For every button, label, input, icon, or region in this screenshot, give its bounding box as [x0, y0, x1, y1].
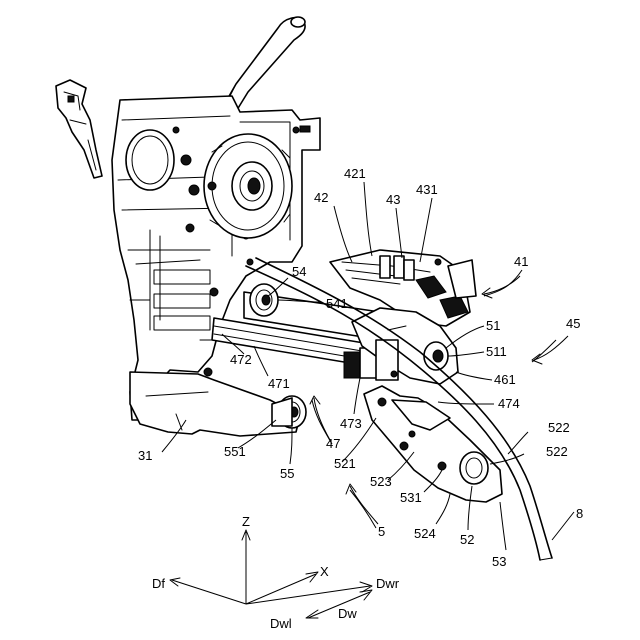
- axis-label-dwl: Dwl: [270, 616, 292, 631]
- axis-labels: Z X Df Dwr Dw Dwl: [152, 514, 400, 631]
- label-431: 431: [416, 182, 438, 197]
- label-54: 54: [292, 264, 306, 279]
- label-551: 551: [224, 444, 246, 459]
- label-471: 471: [268, 376, 290, 391]
- axis-label-dw: Dw: [338, 606, 357, 621]
- axis-label-df: Df: [152, 576, 165, 591]
- label-522-bottom: 522: [546, 444, 568, 459]
- label-523: 523: [370, 474, 392, 489]
- arrow-5: [346, 484, 378, 524]
- label-421: 421: [344, 166, 366, 181]
- label-541: 541: [326, 296, 348, 311]
- label-45: 45: [566, 316, 580, 331]
- axis-label-x: X: [320, 564, 329, 579]
- label-52: 52: [460, 532, 474, 547]
- label-55: 55: [280, 466, 294, 481]
- label-42: 42: [314, 190, 328, 205]
- label-461: 461: [494, 372, 516, 387]
- label-53: 53: [492, 554, 506, 569]
- drum-gear-unit: [204, 134, 292, 238]
- arrow-45: [532, 336, 568, 364]
- axis-label-dwr: Dwr: [376, 576, 400, 591]
- coordinate-axes: [170, 530, 372, 618]
- label-43: 43: [386, 192, 400, 207]
- axis-label-z: Z: [242, 514, 250, 529]
- label-8: 8: [576, 506, 583, 521]
- pulley-54: [250, 284, 278, 316]
- label-474: 474: [498, 396, 520, 411]
- label-522-top: 522: [548, 420, 570, 435]
- label-531: 531: [400, 490, 422, 505]
- label-521: 521: [334, 456, 356, 471]
- label-511: 511: [486, 344, 507, 359]
- pulley-55: [272, 396, 306, 428]
- label-41: 41: [514, 254, 528, 269]
- label-473: 473: [340, 416, 362, 431]
- label-472: 472: [230, 352, 252, 367]
- label-31: 31: [138, 448, 152, 463]
- label-5: 5: [378, 524, 385, 539]
- upper-left-bracket: [56, 80, 102, 178]
- label-51: 51: [486, 318, 500, 333]
- label-524: 524: [414, 526, 436, 541]
- label-47: 47: [326, 436, 340, 451]
